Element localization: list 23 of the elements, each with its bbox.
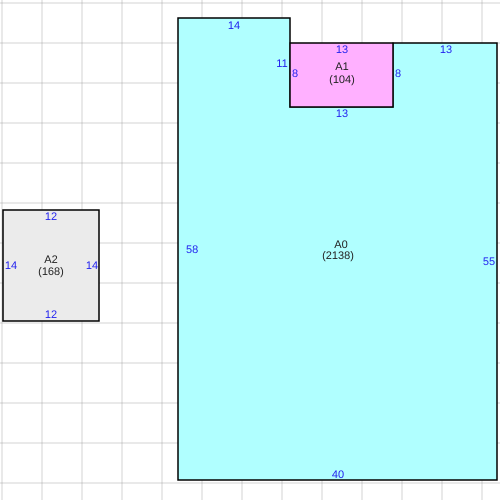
area-label: (168)	[38, 266, 64, 278]
room	[178, 18, 497, 480]
room-name: A0	[334, 239, 348, 251]
dimension-label: 8	[292, 68, 298, 80]
dimension-label: 14	[228, 20, 240, 32]
dimension-label: 14	[86, 260, 98, 272]
room-name: A2	[44, 254, 58, 266]
dimension-label: 58	[186, 244, 198, 256]
room	[290, 43, 393, 107]
area-label: (104)	[329, 74, 355, 86]
dimension-label: 40	[332, 469, 344, 481]
dimension-label: 12	[44, 309, 58, 321]
room-name: A1	[335, 61, 349, 73]
dimension-label: 13	[440, 44, 452, 56]
dimension-label: 12	[44, 211, 58, 223]
dimension-label: 13	[336, 108, 348, 120]
area-label: (2138)	[322, 250, 354, 262]
dimension-label: 14	[4, 260, 18, 272]
room	[3, 210, 99, 321]
dimension-label: 11	[276, 58, 288, 70]
dimension-label: 8	[394, 68, 402, 80]
dimension-label: 55	[482, 256, 496, 268]
dimension-label: 13	[336, 44, 348, 56]
